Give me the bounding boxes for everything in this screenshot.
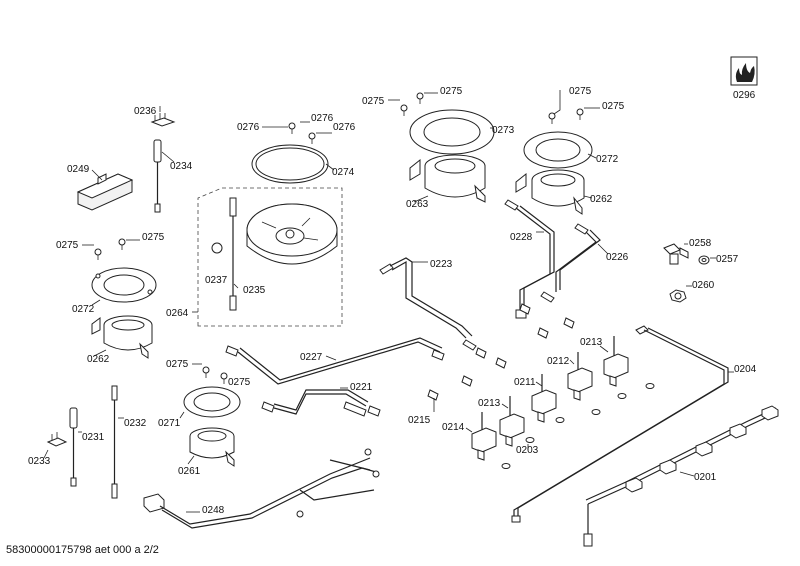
- sealing-ring-part: [251, 144, 329, 184]
- label-0263: 0263: [406, 199, 429, 210]
- elbow-fitting-part: [663, 243, 689, 265]
- switch-harness-part: [583, 405, 779, 547]
- label-0211: 0211: [514, 377, 536, 388]
- label-0236: 0236: [134, 106, 157, 117]
- label-0274: 0274: [332, 167, 355, 178]
- label-0276-b: 0276: [311, 113, 334, 124]
- injector-part: [461, 303, 575, 387]
- label-0248: 0248: [202, 505, 225, 516]
- gasket-part: [91, 267, 157, 303]
- label-0227: 0227: [300, 352, 323, 363]
- label-0226: 0226: [606, 252, 629, 263]
- label-0262-b: 0262: [590, 194, 613, 205]
- gas-valve-part: [471, 412, 497, 461]
- screw-part: [202, 366, 228, 384]
- label-0237: 0237: [205, 275, 228, 286]
- label-0271: 0271: [158, 418, 181, 429]
- screw-part: [427, 389, 439, 412]
- assembly-outline: [197, 187, 343, 327]
- label-0258: 0258: [689, 238, 712, 249]
- washer-part: [698, 255, 710, 265]
- screw-part: [400, 92, 424, 116]
- label-0234: 0234: [170, 161, 193, 172]
- gas-valve-part: [531, 374, 557, 423]
- label-0275-a: 0275: [56, 240, 79, 251]
- label-0203: 0203: [516, 445, 539, 456]
- clip-part: [46, 432, 68, 447]
- label-0232: 0232: [124, 418, 147, 429]
- label-0262-a: 0262: [87, 354, 110, 365]
- label-0275-d: 0275: [440, 86, 463, 97]
- label-0223: 0223: [430, 259, 453, 270]
- label-0212: 0212: [547, 356, 570, 367]
- gas-rail-part: [511, 325, 729, 523]
- label-0213-a: 0213: [478, 398, 501, 409]
- hex-nut-part: [669, 289, 687, 303]
- label-0275-f: 0275: [602, 101, 625, 112]
- gas-pipe-part: [540, 223, 601, 303]
- burner-cup-part: [189, 427, 235, 467]
- gas-valve-part: [499, 396, 525, 447]
- gas-pipe-part: [504, 199, 555, 319]
- label-0261: 0261: [178, 466, 201, 477]
- wiring-harness-part: [143, 448, 380, 529]
- burner-cup-part: [91, 315, 153, 359]
- label-0214: 0214: [442, 422, 465, 433]
- burner-cup-part: [515, 169, 585, 215]
- electrode-part: [153, 139, 162, 213]
- o-ring-part: [501, 383, 655, 469]
- label-0275-b: 0275: [142, 232, 165, 243]
- gasket-part: [409, 109, 495, 155]
- label-0233: 0233: [28, 456, 51, 467]
- nut-part: [211, 242, 223, 254]
- label-0296: 0296: [733, 90, 756, 101]
- label-0249: 0249: [67, 164, 90, 175]
- label-0275-e: 0275: [569, 86, 592, 97]
- gas-valve-part: [567, 352, 593, 401]
- label-0235: 0235: [243, 285, 266, 296]
- gas-valve-part: [603, 336, 629, 387]
- label-0204: 0204: [734, 364, 757, 375]
- clip-part: [150, 113, 176, 127]
- label-0215: 0215: [408, 415, 431, 426]
- label-0276-c: 0276: [333, 122, 356, 133]
- label-0213-b: 0213: [580, 337, 603, 348]
- gas-pipe-part: [261, 389, 381, 417]
- screw-part: [94, 238, 126, 260]
- gas-pipe-part: [379, 257, 477, 351]
- gas-flame-icon: [730, 56, 758, 86]
- ignition-module-part: [76, 173, 134, 211]
- gasket-part: [183, 386, 241, 418]
- screw-part: [288, 122, 316, 144]
- label-0228: 0228: [510, 232, 533, 243]
- document-footer: 58300000175798 aet 000 a 2/2: [6, 544, 159, 556]
- label-0201: 0201: [694, 472, 717, 483]
- burner-cup-part: [409, 154, 486, 203]
- label-0260: 0260: [692, 280, 715, 291]
- label-0273: 0273: [492, 125, 515, 136]
- label-0276-a: 0276: [237, 122, 260, 133]
- screw-part: [548, 108, 584, 124]
- label-0275-c: 0275: [362, 96, 385, 107]
- label-0272-b: 0272: [596, 154, 619, 165]
- label-0231: 0231: [82, 432, 105, 443]
- burner-base-part: [246, 203, 338, 265]
- gas-pipe-part: [225, 337, 445, 385]
- label-0257: 0257: [716, 254, 739, 265]
- label-0275-g: 0275: [166, 359, 189, 370]
- label-0272-a: 0272: [72, 304, 95, 315]
- label-0221: 0221: [350, 382, 373, 393]
- electrode-part: [69, 407, 78, 487]
- thermocouple-part: [111, 385, 118, 499]
- gasket-part: [523, 131, 593, 169]
- thermocouple-part: [229, 197, 237, 311]
- label-0275-h: 0275: [228, 377, 251, 388]
- label-0264: 0264: [166, 308, 189, 319]
